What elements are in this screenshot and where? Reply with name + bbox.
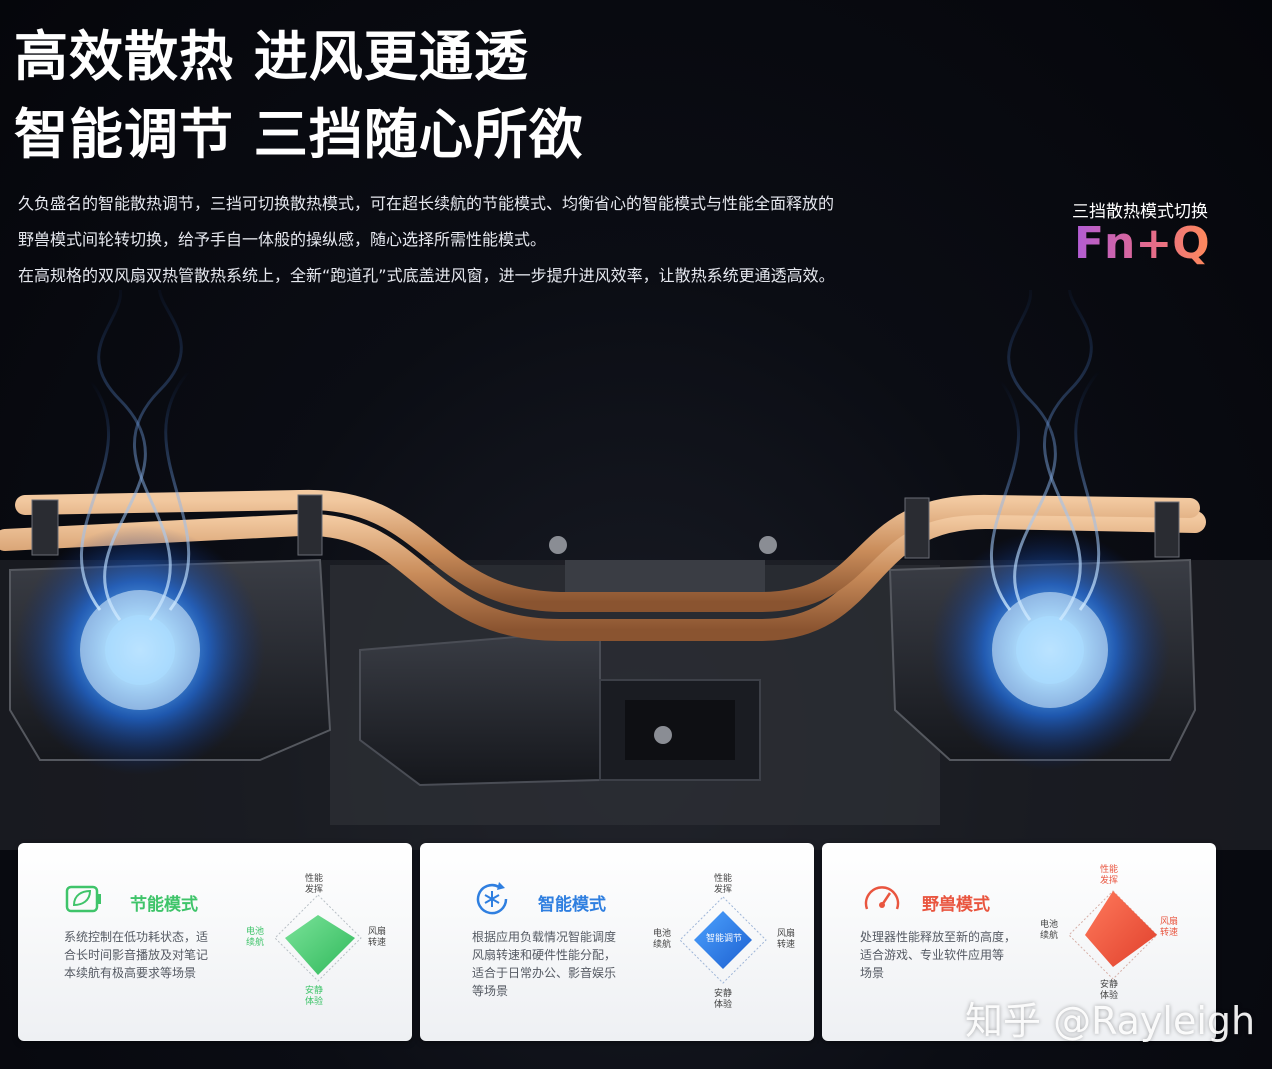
axis-label-quiet: 安静体验 <box>714 989 733 1010</box>
mode-desc-line: 风扇转速和硬件性能分配， <box>472 948 617 962</box>
axis-label-battery: 电池续航 <box>1040 920 1059 941</box>
axis-label-performance: 性能发挥 <box>305 874 324 895</box>
mode-desc-smart: 根据应用负载情况智能调度 风扇转速和硬件性能分配， 适合于日常办公、影音娱乐 等… <box>472 928 642 1000</box>
mode-title-beast: 野兽模式 <box>922 895 990 915</box>
shortcut-label: 三挡散热模式切换 <box>1072 202 1208 222</box>
headline-line-1: 高效散热 进风更通透 <box>14 25 529 88</box>
axis-label-performance: 性能发挥 <box>714 874 733 895</box>
mode-desc-line: 合长时间影音播放及对笔记 <box>64 948 209 962</box>
axis-label-quiet: 安静体验 <box>305 986 324 1007</box>
mode-diamond-beast <box>1068 890 1158 980</box>
mode-diamond-eco <box>274 894 362 982</box>
description-line-2: 野兽模式间轮转切换，给予手自一体般的操纵感，随心选择所需性能模式。 <box>18 230 547 249</box>
mode-card-beast: 野兽模式 处理器性能释放至新的高度， 适合游戏、专业软件应用等 场景 性能发挥 … <box>822 843 1216 1041</box>
shortcut-keys: Fn+Q <box>1074 218 1210 269</box>
leaf-battery-icon <box>65 885 101 913</box>
mode-desc-line: 系统控制在低功耗状态，适 <box>64 930 209 944</box>
speedometer-icon <box>864 886 900 910</box>
axis-label-fan: 风扇转速 <box>777 929 796 950</box>
mode-desc-eco: 系统控制在低功耗状态，适 合长时间影音播放及对笔记 本续航有极高要求等场景 <box>64 928 234 982</box>
mode-desc-line: 本续航有极高要求等场景 <box>64 966 197 980</box>
axis-label-battery: 电池续航 <box>246 927 265 948</box>
mode-diamond-smart <box>679 896 767 984</box>
axis-label-fan: 风扇转速 <box>368 927 387 948</box>
mode-card-smart: 智能模式 根据应用负载情况智能调度 风扇转速和硬件性能分配， 适合于日常办公、影… <box>420 843 814 1041</box>
description-line-3: 在高规格的双风扇双热管散热系统上，全新“跑道孔”式底盖进风窗，进一步提升进风效率… <box>18 266 835 285</box>
axis-label-battery: 电池续航 <box>653 929 672 950</box>
mode-title-smart: 智能模式 <box>538 895 606 915</box>
mode-desc-line: 等场景 <box>472 984 509 998</box>
mode-desc-line: 根据应用负载情况智能调度 <box>472 930 617 944</box>
mode-desc-line: 场景 <box>860 966 885 980</box>
mode-desc-beast: 处理器性能释放至新的高度， 适合游戏、专业软件应用等 场景 <box>860 928 1030 982</box>
mode-desc-line: 适合游戏、专业软件应用等 <box>860 948 1005 962</box>
snowflake-cycle-icon <box>476 882 508 915</box>
watermark: 知乎 @Rayleigh <box>965 999 1256 1043</box>
description-line-1: 久负盛名的智能散热调节，三挡可切换散热模式，可在超长续航的节能模式、均衡省心的智… <box>18 194 835 213</box>
axis-label-fan: 风扇转速 <box>1160 917 1179 938</box>
smart-center-label: 智能调节 <box>706 934 743 944</box>
headline-line-2: 智能调节 三挡随心所欲 <box>14 103 584 166</box>
cooling-module-illustration <box>0 290 1272 850</box>
mode-card-eco: 节能模式 系统控制在低功耗状态，适 合长时间影音播放及对笔记 本续航有极高要求等… <box>18 843 412 1041</box>
mode-title-eco: 节能模式 <box>130 895 198 915</box>
mode-desc-line: 处理器性能释放至新的高度， <box>860 930 1017 944</box>
axis-label-performance: 性能发挥 <box>1100 865 1119 886</box>
mode-desc-line: 适合于日常办公、影音娱乐 <box>472 966 617 980</box>
axis-label-quiet: 安静体验 <box>1100 980 1119 1001</box>
